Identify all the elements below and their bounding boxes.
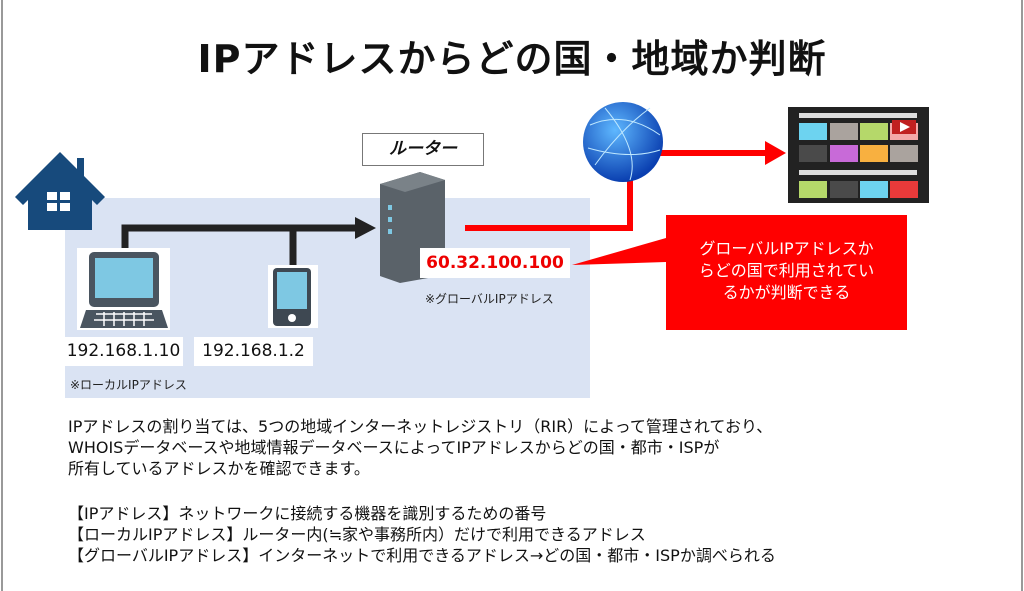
global-ip: 60.32.100.100 (420, 248, 570, 278)
callout-line: グローバルIPアドレスか (699, 239, 874, 258)
paragraph-line: 所有しているアドレスかを確認できます。 (68, 459, 370, 478)
house-icon (15, 152, 105, 230)
phone-icon (268, 265, 318, 328)
paragraph-line: IPアドレスの割り当ては、5つの地域インターネットレジストリ（RIR）によって管… (68, 417, 773, 436)
global-ip-note: ※グローバルIPアドレス (425, 292, 554, 306)
red-arrow-head (765, 141, 786, 165)
internet-route-arrow (465, 150, 770, 231)
laptop-ip: 192.168.1.10 (64, 337, 183, 366)
video-site-icon (788, 107, 929, 203)
explanation: IPアドレスの割り当ては、5つの地域インターネットレジストリ（RIR）によって管… (68, 416, 776, 566)
laptop-icon (77, 248, 170, 330)
callout-line: るかが判断できる (722, 283, 851, 302)
arrow-head (355, 217, 376, 239)
callout-box (572, 215, 907, 330)
local-ip-note: ※ローカルIPアドレス (70, 378, 187, 392)
globe-icon (583, 102, 663, 182)
definition-line: 【IPアドレス】ネットワークに接続する機器を識別するための番号 (68, 504, 547, 523)
callout-text: グローバルIPアドレスか らどの国で利用されてい るかが判断できる (666, 238, 907, 304)
router-label: ルーター (362, 133, 484, 166)
callout-line: らどの国で利用されてい (698, 261, 875, 280)
definition-line: 【グローバルIPアドレス】インターネットで利用できるアドレス→どの国・都市・IS… (68, 546, 776, 565)
page-title: IPアドレスからどの国・地域か判断 (197, 37, 827, 81)
phone-ip: 192.168.1.2 (194, 337, 313, 366)
local-arrow (121, 224, 360, 265)
paragraph-line: WHOISデータベースや地域情報データベースによってIPアドレスからどの国・都市… (68, 438, 720, 457)
definition-line: 【ローカルIPアドレス】ルーター内(≒家や事務所内）だけで利用できるアドレス (68, 525, 646, 544)
